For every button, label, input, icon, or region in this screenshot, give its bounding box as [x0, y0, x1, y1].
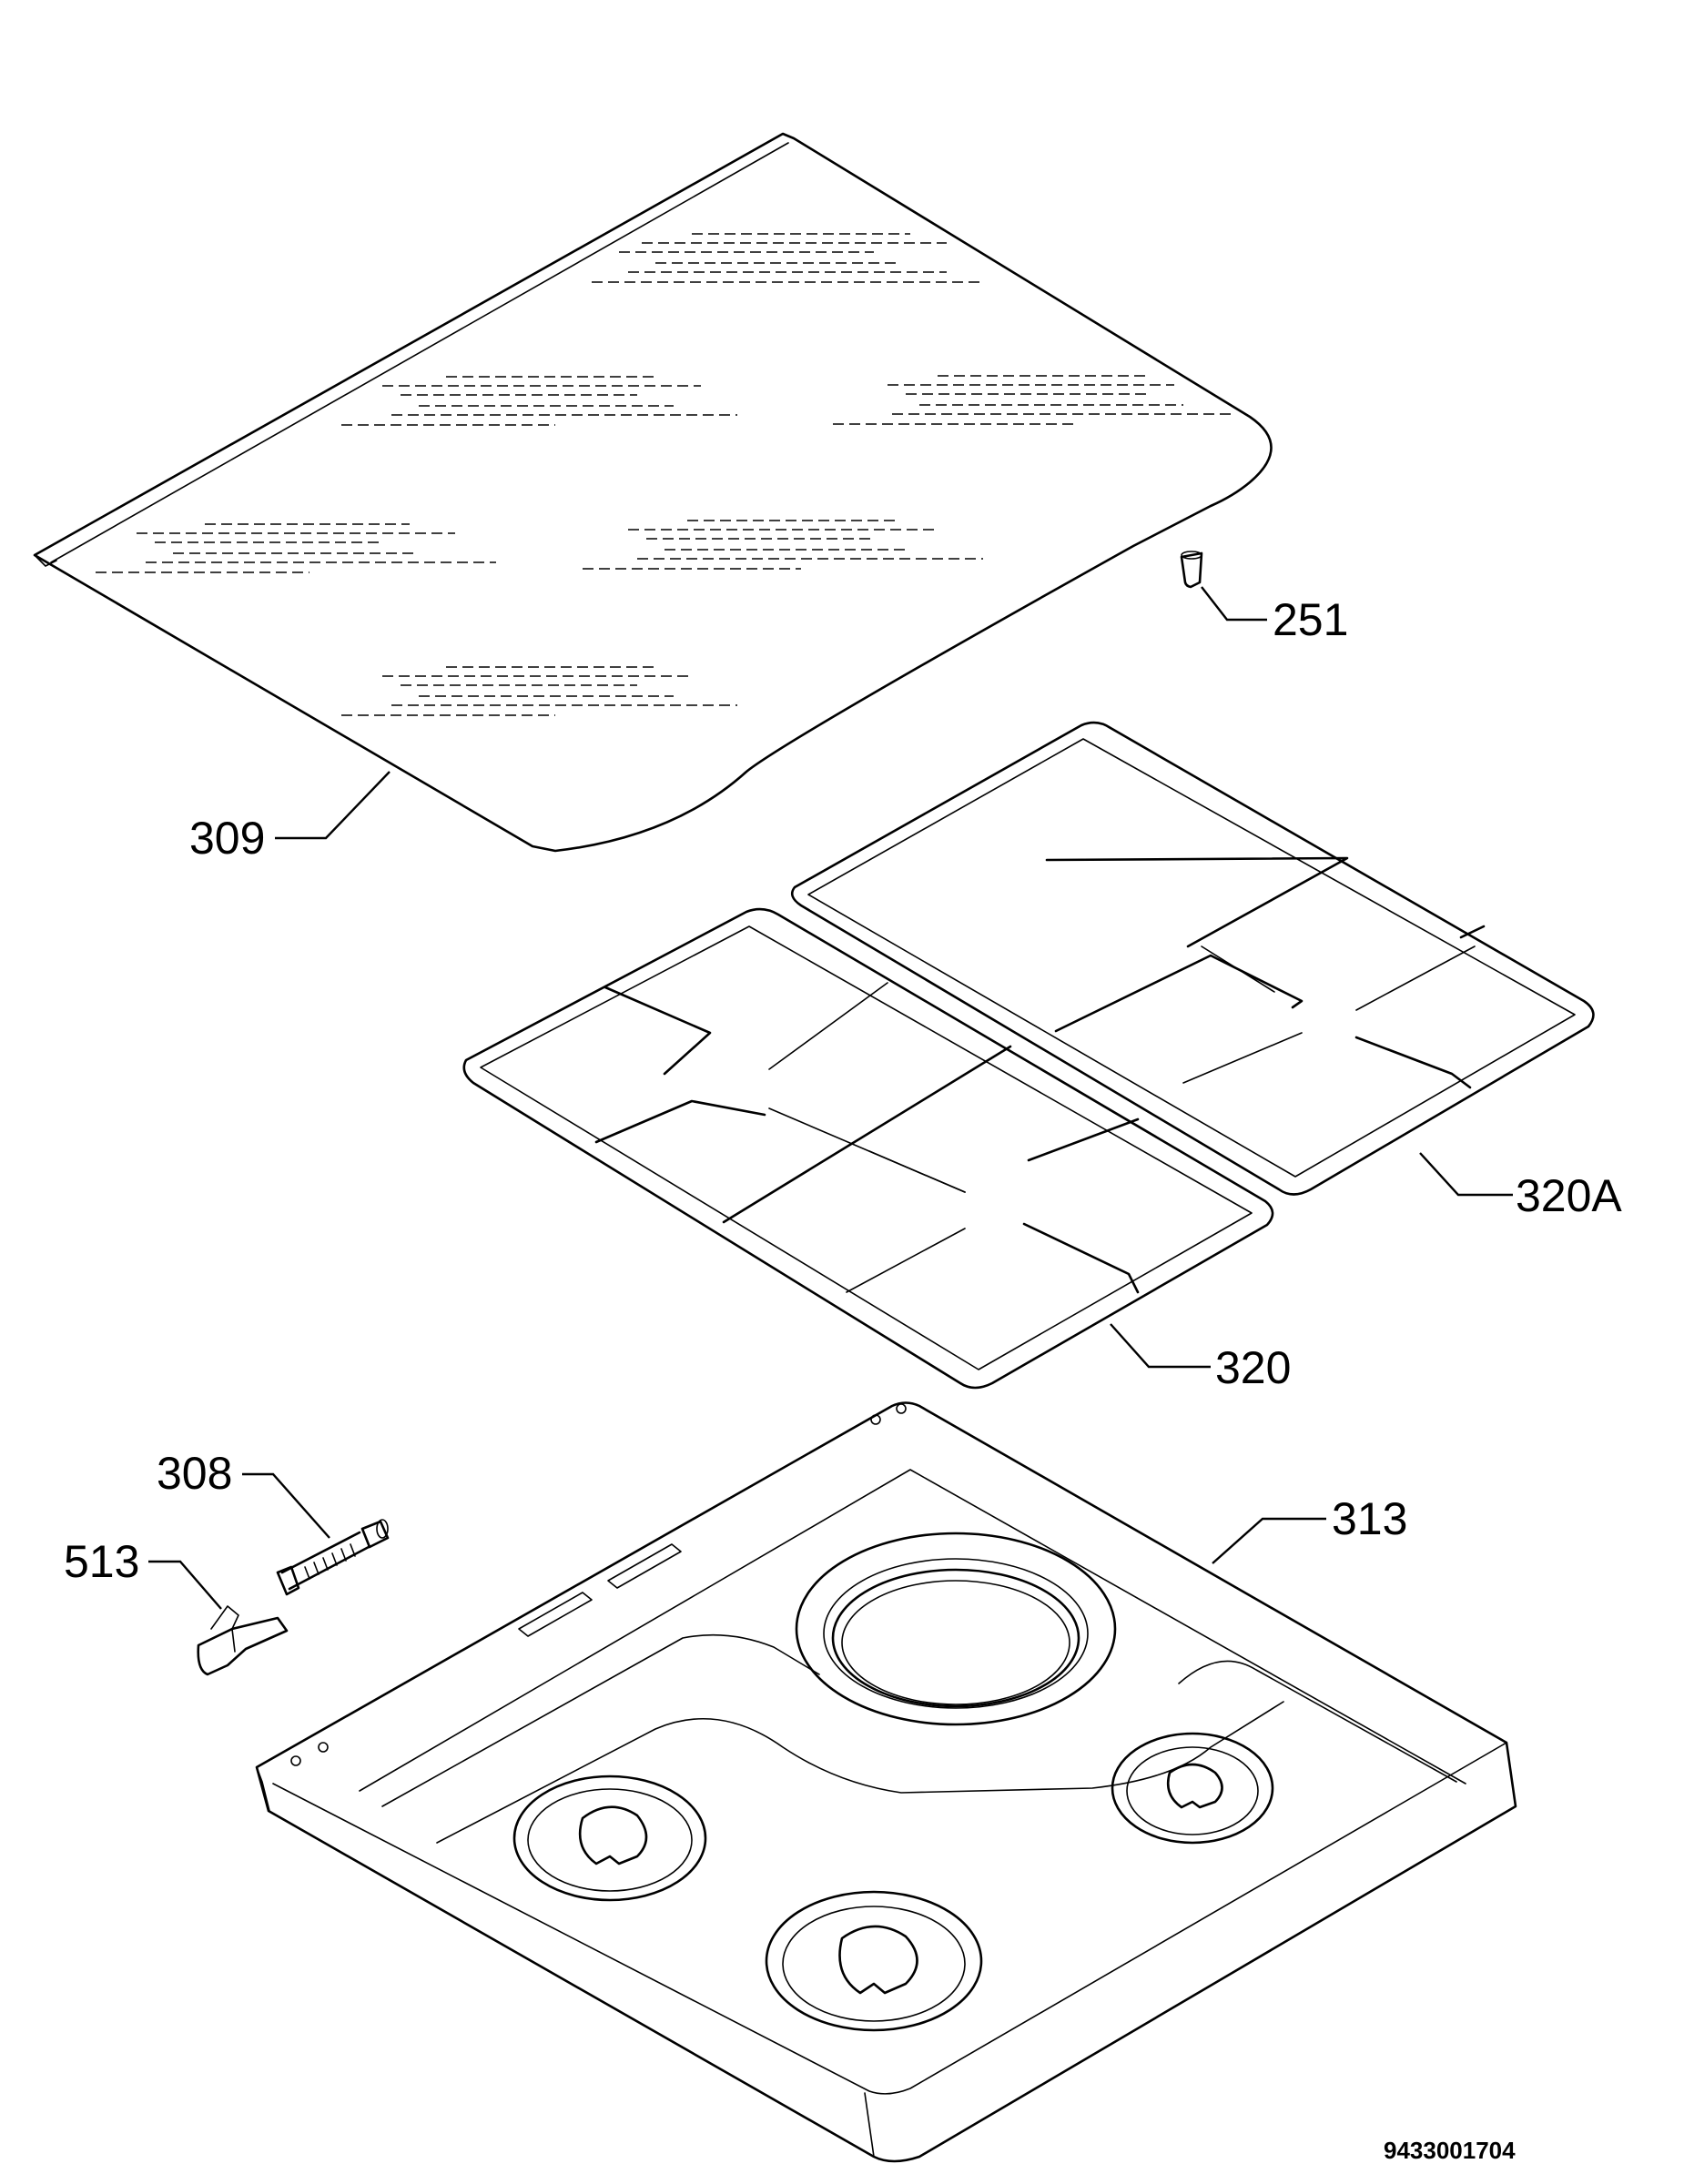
- ignition-electrode-part: [276, 1519, 390, 1596]
- right-burner-opening: [1111, 1732, 1274, 1845]
- cooktop-part: [255, 1401, 1517, 2163]
- label-313: 313: [1212, 1493, 1407, 1564]
- label-251: 251: [1201, 586, 1348, 645]
- label-309-text: 309: [189, 813, 265, 864]
- label-513-text: 513: [64, 1536, 139, 1587]
- left-burner-opening: [512, 1774, 707, 1902]
- label-309: 309: [189, 771, 391, 864]
- label-308: 308: [157, 1448, 330, 1539]
- label-308-text: 308: [157, 1448, 232, 1499]
- label-320A-text: 320A: [1516, 1170, 1622, 1221]
- label-313-text: 313: [1332, 1493, 1407, 1544]
- label-320: 320: [1110, 1323, 1291, 1393]
- label-513: 513: [64, 1536, 222, 1610]
- glass-reflection-hatching: [96, 233, 1233, 716]
- glass-lid-part: [33, 132, 1273, 853]
- rear-wok-burner-opening: [795, 1532, 1117, 1726]
- pan-support-left-part: [462, 907, 1274, 1390]
- pan-support-right-part: [790, 721, 1595, 1196]
- label-320A: 320A: [1419, 1152, 1622, 1221]
- label-251-text: 251: [1273, 594, 1348, 645]
- clip-part: [197, 1605, 289, 1676]
- drawing-number: 9433001704: [1384, 2137, 1516, 2164]
- plug-part: [1180, 551, 1203, 589]
- front-burner-opening: [765, 1890, 983, 2032]
- label-320-text: 320: [1215, 1342, 1291, 1393]
